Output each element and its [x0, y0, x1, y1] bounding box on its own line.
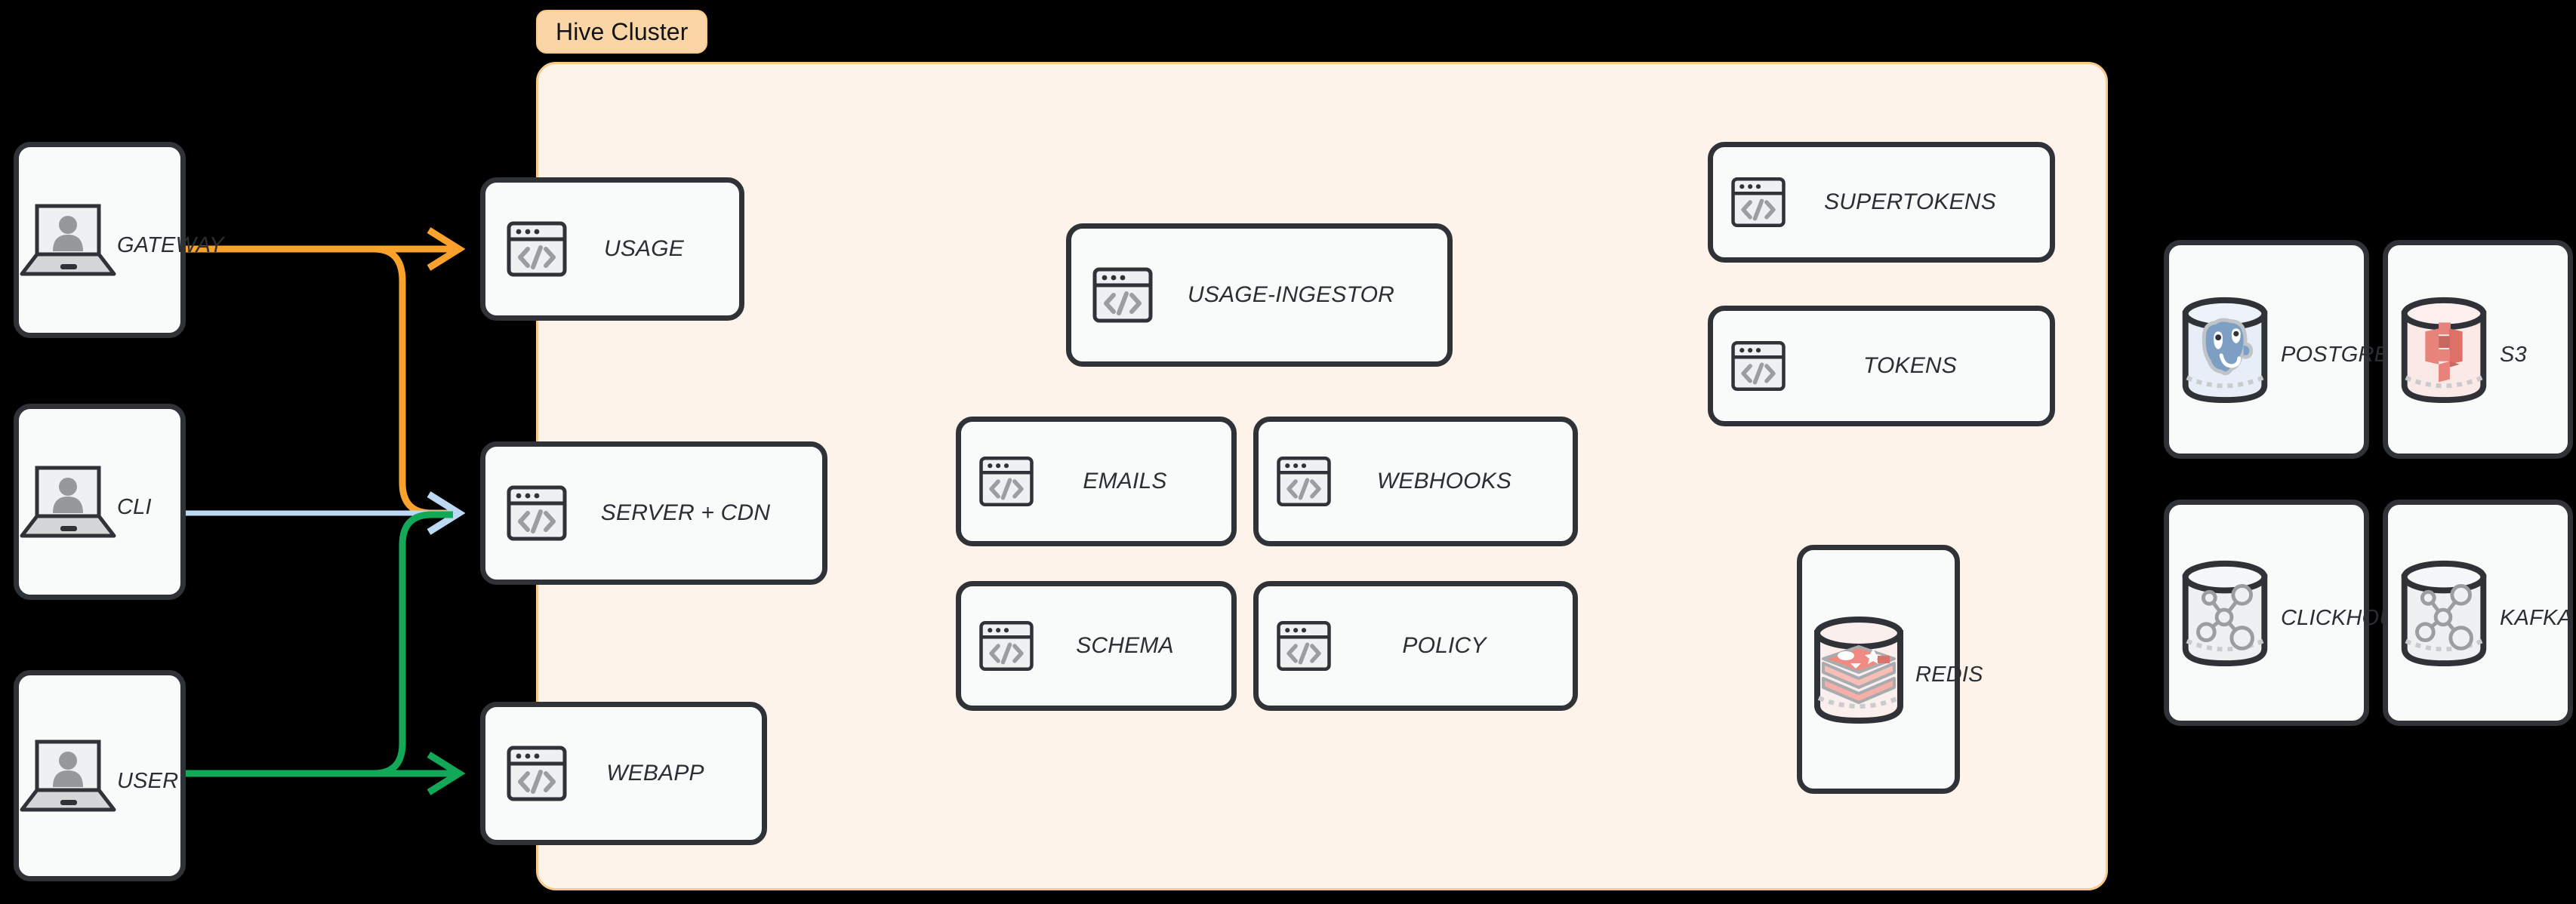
service-label: WEBHOOKS	[1376, 469, 1512, 494]
service-label: SUPERTOKENS	[1824, 189, 1996, 214]
client-node-cli[interactable]: CLI	[14, 404, 186, 600]
code-window-icon	[1730, 174, 1787, 231]
code-window-icon	[1730, 337, 1787, 395]
client-label: CLI	[117, 494, 152, 519]
store-node-redis[interactable]: REDIS	[1797, 545, 1983, 794]
code-window-icon	[1275, 617, 1333, 675]
laptop-user-icon	[19, 200, 117, 280]
arrowhead-server	[427, 491, 466, 535]
laptop-user-icon	[19, 736, 117, 816]
service-node-webhooks[interactable]: WEBHOOKS	[1253, 417, 1578, 546]
code-window-icon	[505, 481, 569, 545]
service-label: EMAILS	[1083, 469, 1167, 494]
laptop-user-icon	[19, 462, 117, 542]
redis-database-icon	[1802, 609, 1915, 730]
client-node-user[interactable]: USER	[14, 670, 186, 881]
store-node-s3[interactable]: S3	[2383, 240, 2573, 459]
service-label: USAGE	[603, 236, 685, 261]
service-node-supertokens[interactable]: SUPERTOKENS	[1708, 142, 2055, 263]
service-node-server-cdn[interactable]: SERVER + CDN	[480, 441, 827, 585]
service-node-webapp[interactable]: WEBAPP	[480, 702, 767, 845]
service-node-policy[interactable]: POLICY	[1253, 581, 1578, 711]
client-node-gateway[interactable]: GATEWAY	[14, 142, 223, 338]
store-node-kafka[interactable]: KAFKA	[2383, 500, 2573, 726]
hive-cluster-badge-label: Hive Cluster	[556, 17, 689, 45]
hive-cluster-badge: Hive Cluster	[536, 10, 708, 54]
store-label: S3	[2500, 342, 2527, 367]
service-node-schema[interactable]: SCHEMA	[956, 581, 1237, 711]
service-node-emails[interactable]: EMAILS	[956, 417, 1237, 546]
service-label: TOKENS	[1863, 353, 1957, 378]
code-window-icon	[978, 617, 1035, 675]
store-node-clickhouse[interactable]: CLICKHOUSE	[2164, 500, 2424, 726]
service-label: SERVER + CDN	[600, 500, 771, 525]
service-node-usage[interactable]: USAGE	[480, 177, 744, 321]
arrowhead-webapp	[427, 752, 466, 795]
service-node-usage-ingestor[interactable]: USAGE-INGESTOR	[1066, 223, 1453, 367]
service-node-tokens[interactable]: TOKENS	[1708, 306, 2055, 426]
code-window-icon	[978, 453, 1035, 510]
client-label: GATEWAY	[117, 232, 224, 257]
code-window-icon	[505, 217, 569, 281]
store-node-postgres[interactable]: POSTGRES	[2164, 240, 2404, 459]
postgres-database-icon	[2169, 290, 2281, 409]
store-label: KAFKA	[2500, 605, 2573, 630]
service-label: SCHEMA	[1076, 633, 1174, 658]
arrowhead-usage	[427, 227, 466, 271]
code-window-icon	[505, 742, 569, 805]
s3-database-icon	[2388, 290, 2500, 409]
code-window-icon	[1275, 453, 1333, 510]
network-database-icon	[2169, 553, 2281, 672]
service-label: POLICY	[1402, 633, 1487, 658]
network-database-icon	[2388, 553, 2500, 672]
wire-user-server	[373, 511, 453, 777]
service-label: WEBAPP	[606, 761, 704, 786]
client-label: USER	[117, 768, 179, 793]
service-label: USAGE-INGESTOR	[1188, 282, 1394, 307]
store-label: REDIS	[1915, 662, 1983, 687]
wire-gateway-server	[373, 245, 453, 517]
code-window-icon	[1091, 263, 1154, 327]
